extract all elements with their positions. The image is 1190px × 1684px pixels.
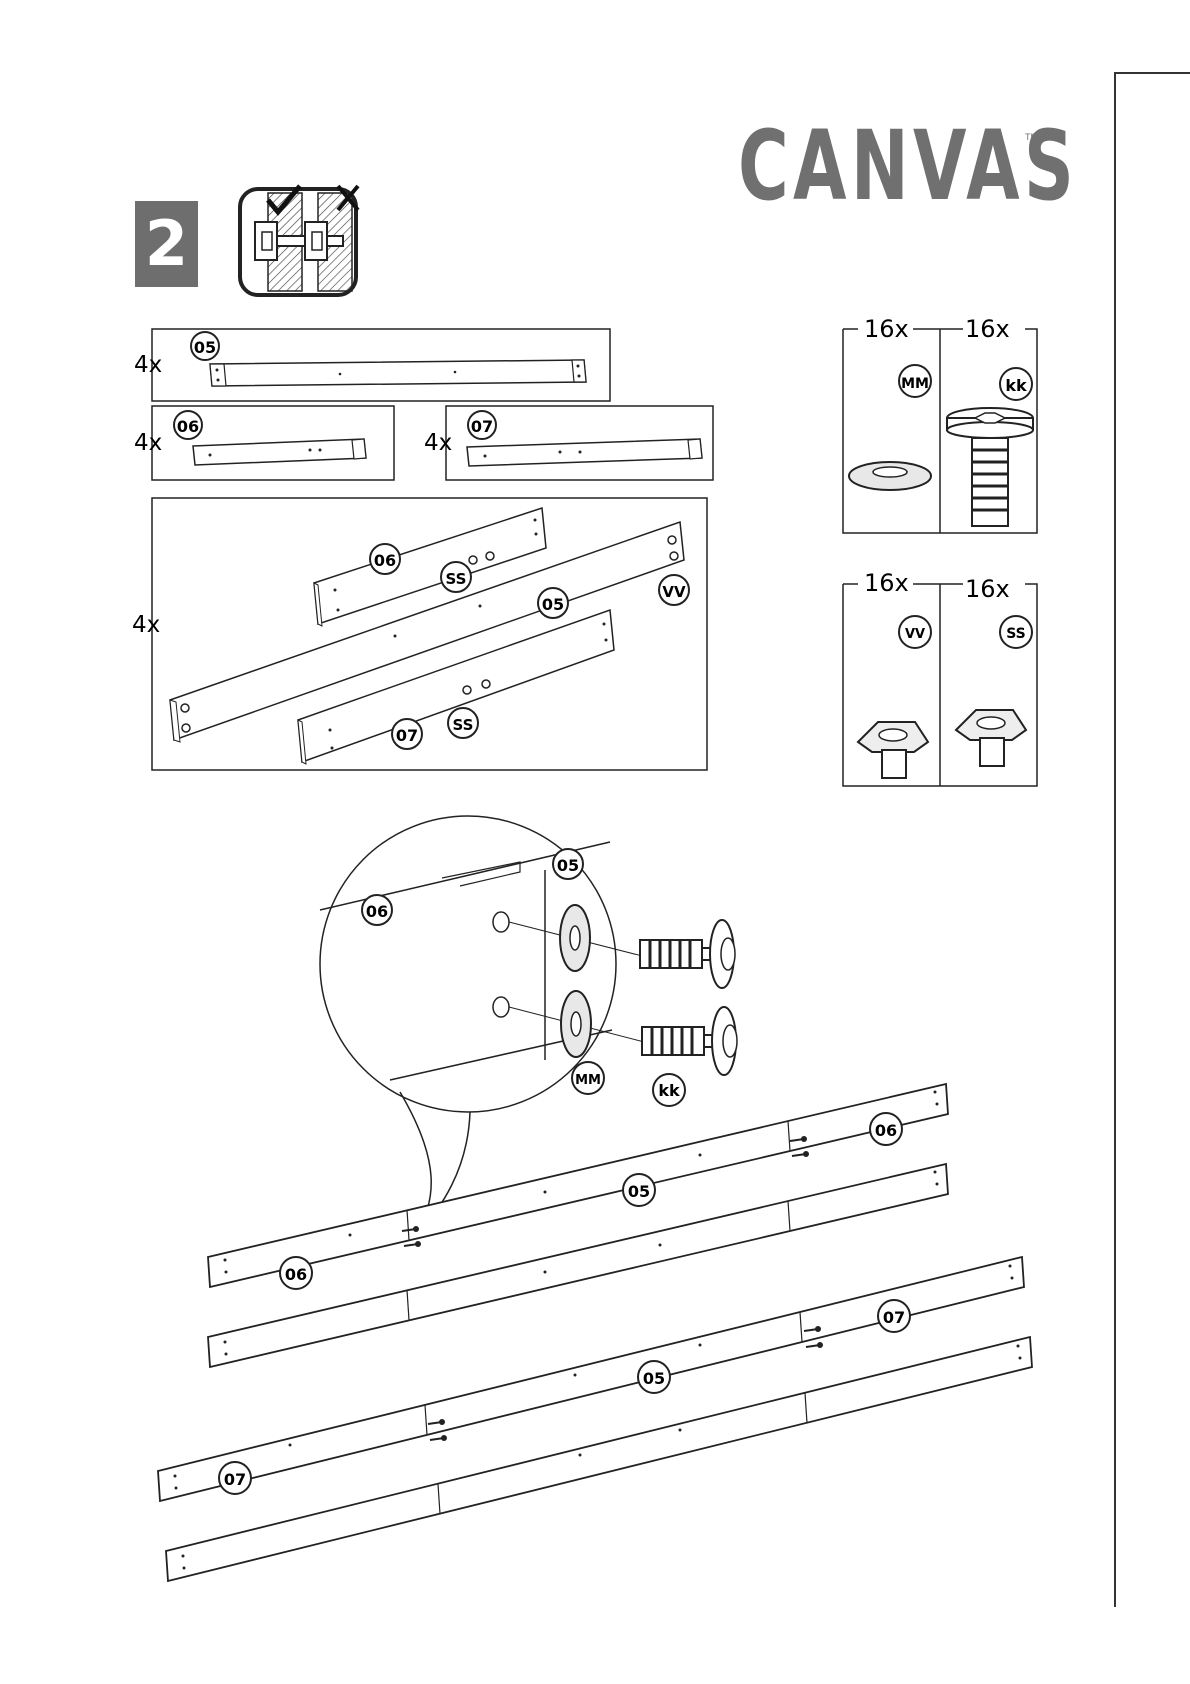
tee-nut-icon — [858, 722, 928, 778]
hardware-ss-code: SS — [1006, 626, 1026, 642]
hardware-vv-qty: 16x — [864, 569, 909, 597]
detail-label-05: 05 — [557, 856, 579, 875]
assembly-label-07-right: 07 — [883, 1308, 905, 1327]
part-05-qty: 4x — [134, 352, 162, 378]
part-06-qty: 4x — [134, 430, 162, 456]
subassembly-label-vv: VV — [662, 583, 686, 601]
part-07-label: 07 — [471, 417, 493, 436]
hardware-mm-code: MM — [901, 376, 929, 392]
hardware-vv-ss-box: 16x 16x VV SS — [843, 569, 1037, 786]
hardware-kk-code: kk — [1005, 376, 1027, 395]
assembly-illustration: 4x 05 4x 06 4x 07 4x — [0, 0, 1110, 1684]
detail-label-mm: MM — [575, 1073, 601, 1088]
subassembly-label-ss-upper: SS — [446, 570, 467, 588]
subassembly-qty: 4x — [132, 612, 160, 638]
hardware-vv-code: VV — [905, 627, 925, 642]
bolt-icon — [947, 408, 1033, 526]
hardware-mm-kk-box: 16x 16x MM kk — [843, 315, 1037, 533]
hardware-kk-qty: 16x — [965, 315, 1010, 343]
tighten-warning-icon — [240, 186, 358, 295]
hardware-mm-qty: 16x — [864, 315, 909, 343]
subassembly-box: 4x 06 SS 05 VV 07 SS — [132, 498, 707, 770]
subassembly-label-07: 07 — [396, 726, 418, 745]
detail-bolt-icon — [640, 920, 735, 988]
subassembly-label-05: 05 — [542, 595, 564, 614]
tee-nut-icon — [956, 710, 1026, 766]
subassembly-label-06: 06 — [374, 551, 396, 570]
hardware-ss-qty: 16x — [965, 575, 1010, 603]
assembly-label-06-right: 06 — [875, 1121, 897, 1140]
detail-label-06: 06 — [366, 902, 388, 921]
assembly-label-05-bottom: 05 — [643, 1369, 665, 1388]
assembly-rails: 06 05 06 07 05 07 — [158, 1084, 1032, 1581]
detail-label-kk: kk — [658, 1081, 680, 1100]
detail-bolt-icon — [642, 1007, 737, 1075]
page-edge-rule — [1114, 72, 1116, 1607]
subassembly-label-ss-lower: SS — [453, 716, 474, 734]
part-05-label: 05 — [194, 338, 216, 357]
part-06-label: 06 — [177, 417, 199, 436]
part-07-qty: 4x — [424, 430, 452, 456]
part-06-box: 4x 06 — [134, 406, 394, 480]
page-edge-rule-top — [1114, 72, 1190, 74]
assembly-label-06-left: 06 — [285, 1265, 307, 1284]
part-07-box: 4x 07 — [424, 406, 713, 480]
part-05-box: 4x 05 — [134, 329, 610, 401]
assembly-label-07-left: 07 — [224, 1470, 246, 1489]
assembly-label-05-top: 05 — [628, 1182, 650, 1201]
